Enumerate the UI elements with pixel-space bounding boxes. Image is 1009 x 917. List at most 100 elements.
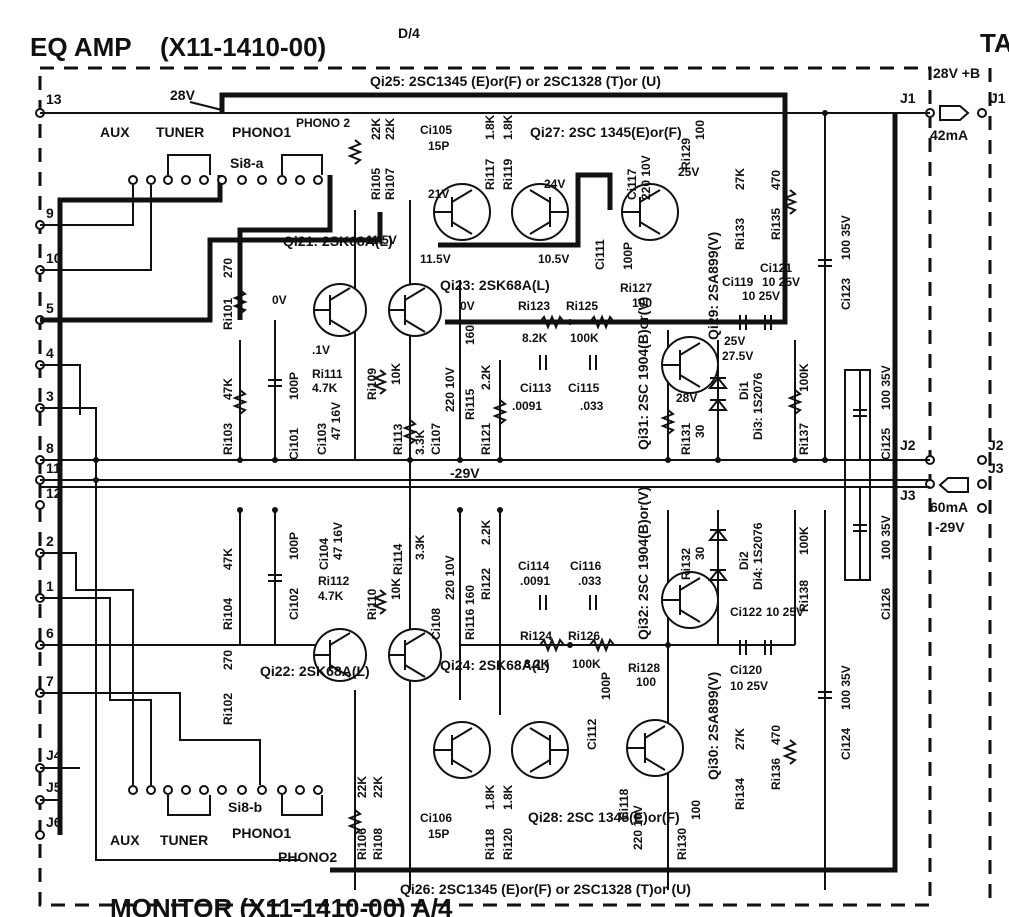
ri133-val: 27K	[733, 168, 747, 190]
ri108-ref: Ri108	[371, 828, 385, 860]
terminal-8: 8	[46, 440, 54, 456]
ri107-ref: Ri107	[383, 168, 397, 200]
junction-dots	[93, 110, 828, 648]
ri112-val: 4.7K	[318, 589, 344, 603]
ci117-val: 220 10V	[639, 155, 653, 200]
capacitor-glyph	[818, 259, 832, 267]
transistor-q127	[511, 183, 569, 241]
q124-label: Qi24: 2SK68A(L)	[440, 657, 550, 673]
ci126-val: 100 35V	[879, 515, 893, 560]
q131-label: Qi31: 2SC 1904(B)or(V)	[635, 297, 651, 450]
ri102-ref: Ri102	[221, 693, 235, 725]
terminal-9: 9	[46, 205, 54, 221]
ci118-ref: Ci118	[617, 788, 631, 820]
ci107-ref: Ci107	[429, 423, 443, 455]
ri124-ref: Ri124	[520, 629, 552, 643]
ri136-val: 470	[769, 725, 783, 745]
capacitor-glyph	[739, 640, 772, 655]
terminal-5: 5	[46, 300, 54, 316]
capacitor-glyph	[268, 574, 282, 582]
si8a-phono1-label: PHONO1	[232, 124, 291, 140]
ri138-ref: Ri138	[797, 580, 811, 612]
transistor-q125a	[433, 183, 491, 241]
ri126-val: 100K	[572, 657, 601, 671]
ci106-val: 15P	[428, 827, 449, 841]
board-part-number: (X11-1410-00)	[160, 32, 326, 62]
transistor-q128	[511, 721, 569, 779]
ri138-val: 100K	[797, 526, 811, 555]
resistor-glyph	[589, 314, 615, 330]
neg-voltage-label: -29V	[935, 519, 965, 535]
ci122-ref: Ci122	[730, 605, 762, 619]
ri124-val: 8.2K	[524, 657, 550, 671]
ri127-ref: Ri127	[620, 281, 652, 295]
di2-label: Di2	[737, 551, 751, 570]
ri109-ref: Ri109	[365, 368, 379, 400]
supply-current-label: 42mA	[930, 127, 968, 143]
voltage-25v-b: 25V	[724, 334, 745, 348]
q126-label: Qi26: 2SC1345 (E)or(F) or 2SC1328 (T)or …	[400, 881, 691, 897]
ri128-val: 100	[636, 675, 656, 689]
ri121-ref: Ri121	[479, 423, 493, 455]
resistor-glyph	[787, 389, 803, 415]
resistor-glyph	[372, 369, 388, 395]
ci113-ref: Ci113	[520, 381, 552, 395]
ci112-ref: Ci112	[585, 718, 599, 750]
ri111-val: 4.7K	[312, 381, 338, 395]
capacitor-glyph	[818, 691, 832, 699]
si8a-aux-label: AUX	[100, 124, 130, 140]
ri118-val: 1.8K	[483, 784, 497, 810]
ci122-val: 10 25V	[766, 605, 804, 619]
diode-di3	[707, 398, 729, 411]
ri113-ref: Ri113	[391, 423, 405, 455]
resistor-glyph	[492, 399, 508, 425]
q122-label: Qi22: 2SK68A(L)	[260, 663, 370, 679]
connector-j3-left: J3	[900, 487, 916, 503]
ci102-val: 100P	[287, 532, 301, 560]
ci107-val: 220 10V	[443, 367, 457, 412]
ri134-ref: Ri134	[733, 778, 747, 810]
ri101-val: 270	[221, 258, 235, 278]
voltage-25v: 25V	[678, 165, 699, 179]
ri123-ref: Ri123	[518, 299, 550, 313]
transistor-q124	[388, 628, 442, 682]
heavy-trace-outer	[57, 175, 223, 835]
ci125-ref: Ci125	[879, 428, 893, 460]
ci114-ref: Ci114	[518, 559, 550, 573]
connector-j3-right: J3	[988, 460, 1004, 476]
terminal-2: 2	[46, 533, 54, 549]
wire-terminal-3	[40, 407, 300, 861]
capacitor-glyph	[589, 355, 597, 370]
q132-label: Qi32: 2SC 1904(B)or(V)	[635, 487, 651, 640]
ri127-val: 100	[632, 296, 652, 310]
ri103-ref: Ri103	[221, 423, 235, 455]
voltage-0v-b: 0V	[460, 299, 475, 313]
neg-current-label: 60mA	[930, 499, 968, 515]
ci123-val: 100 35V	[839, 215, 853, 260]
connector-j2-left: J2	[900, 437, 916, 453]
heavy-trace-bridge	[438, 172, 613, 248]
resistor-glyph	[539, 637, 565, 653]
ri132-val: 30	[693, 546, 707, 560]
ri129-ref: Ri129	[679, 138, 693, 170]
transistor-q123	[388, 283, 442, 337]
terminal-7: 7	[46, 673, 54, 689]
ci124-val: 100 35V	[839, 665, 853, 710]
ci111-val: 100P	[621, 242, 635, 270]
wire-terminal-7	[40, 692, 261, 785]
ri116-val: 160	[463, 585, 477, 605]
ri114-ref: Ri114	[391, 543, 405, 575]
ci115-val: .033	[580, 399, 604, 413]
q123-label: Qi23: 2SK68A(L)	[440, 277, 550, 293]
transistor-q129	[621, 183, 679, 241]
ri112-ref: Ri112	[318, 574, 350, 588]
di1-value: Di3: 1S2076	[751, 372, 765, 440]
resistor-glyph	[539, 314, 565, 330]
si8b-phono1-label: PHONO1	[232, 825, 291, 841]
voltage-annotations: 21V 24V 25V 11.5V 11.5V 10.5V 0V 0V .1V …	[272, 165, 753, 405]
ci111-ref: Ci111	[593, 239, 607, 270]
ri120-ref: Ri120	[501, 828, 515, 860]
ri116-ref: Ri116	[463, 608, 477, 640]
ci118-val: 220 10V	[631, 805, 645, 850]
ci116-val: .033	[578, 574, 602, 588]
